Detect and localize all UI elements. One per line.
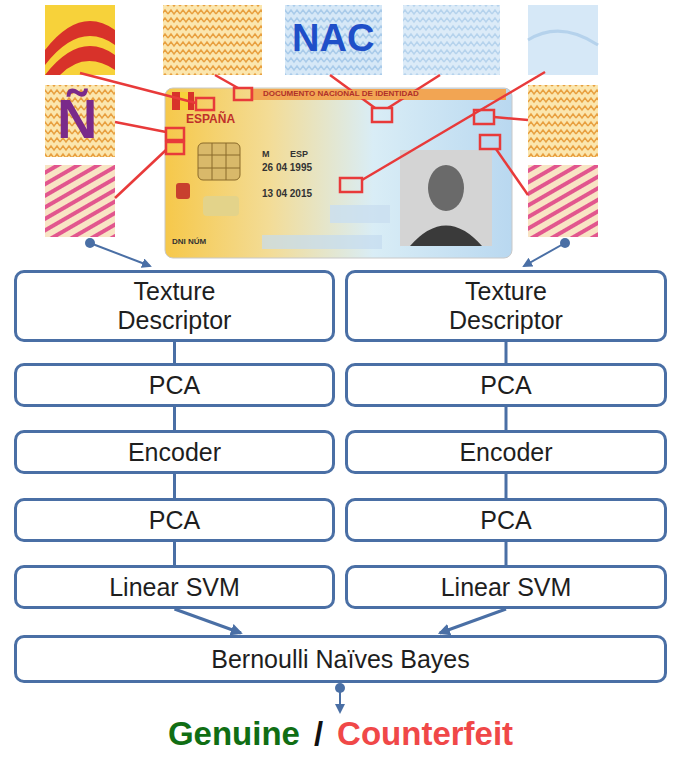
leader-lines (80, 72, 545, 198)
process-box: Encoder (14, 430, 335, 474)
card-text: M (262, 150, 270, 160)
box-label: Bernoulli Naïves Bayes (211, 645, 469, 674)
box-label: Texture Descriptor (75, 277, 275, 335)
process-box: Encoder (345, 430, 667, 474)
connector (505, 342, 508, 363)
box-label: PCA (480, 371, 531, 400)
process-box: Linear SVM (14, 565, 335, 609)
classifier-box: Bernoulli Naïves Bayes (14, 635, 667, 683)
connector (440, 609, 506, 633)
box-label: PCA (149, 371, 200, 400)
card-text: 13 04 2015 (262, 188, 312, 199)
card-text: ESP (290, 150, 308, 160)
card-text: DOCUMENTO NACIONAL DE IDENTIDAD (262, 90, 420, 99)
card-text: DNI NÚM (172, 238, 206, 247)
card-text: 26 04 1995 (262, 162, 312, 173)
result-label: Genuine (168, 716, 300, 752)
process-box: Linear SVM (345, 565, 667, 609)
process-box: Texture Descriptor (14, 270, 335, 342)
connector (505, 407, 508, 430)
connector (505, 542, 508, 565)
result-label: / (314, 716, 323, 752)
connector (173, 407, 176, 430)
connector (175, 609, 241, 633)
box-label: PCA (149, 506, 200, 535)
connector (505, 474, 508, 498)
card-text: ESPAÑA (186, 113, 235, 126)
process-box: PCA (345, 498, 667, 542)
texture-patches (45, 5, 598, 237)
result-line: Genuine / Counterfeit (0, 716, 681, 752)
process-box: PCA (345, 363, 667, 407)
box-label: Encoder (128, 438, 221, 467)
box-label: Linear SVM (109, 573, 240, 602)
result-label: Counterfeit (337, 716, 513, 752)
card-text: NAC (292, 18, 374, 60)
process-box: PCA (14, 363, 335, 407)
id-card (165, 88, 512, 258)
process-box: PCA (14, 498, 335, 542)
box-label: Texture Descriptor (406, 277, 606, 335)
box-label: PCA (480, 506, 531, 535)
box-label: Linear SVM (441, 573, 572, 602)
box-label: Encoder (459, 438, 552, 467)
connector (173, 342, 176, 363)
connector (173, 542, 176, 565)
connector (173, 474, 176, 498)
card-text: Ñ (57, 88, 97, 150)
process-box: Texture Descriptor (345, 270, 667, 342)
